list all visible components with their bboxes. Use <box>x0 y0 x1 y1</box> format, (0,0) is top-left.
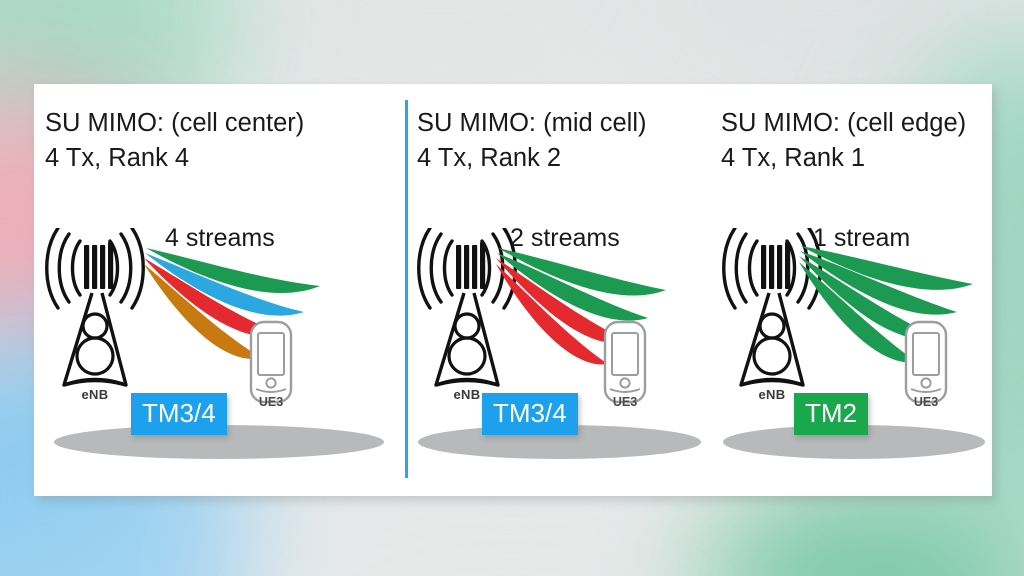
beam-green <box>146 248 320 294</box>
streams-label: 4 streams <box>165 224 275 252</box>
beam-green-1 <box>498 248 666 296</box>
enb-tower-icon <box>412 228 522 403</box>
transmission-mode-badge[interactable]: TM3/4 <box>482 393 578 435</box>
panel-cell-edge: SU MIMO: (cell edge) 4 Tx, Rank 1 <box>711 84 992 496</box>
enb-label: eNB <box>81 387 109 402</box>
panel-title-line2: 4 Tx, Rank 4 <box>45 144 190 172</box>
panel-title-line2: 4 Tx, Rank 1 <box>721 144 866 172</box>
transmission-mode-badge[interactable]: TM2 <box>794 393 868 435</box>
ue-phone-icon <box>248 319 294 410</box>
illustration-cell-center: eNB 4 streams <box>34 224 406 496</box>
enb-tower-icon <box>717 228 827 403</box>
panel-title-cell-center: SU MIMO: (cell center) 4 Tx, Rank 4 <box>45 106 304 176</box>
beam-blue <box>145 253 304 316</box>
panel-title-mid-cell: SU MIMO: (mid cell) 4 Tx, Rank 2 <box>417 106 647 176</box>
panel-title-cell-edge: SU MIMO: (cell edge) 4 Tx, Rank 1 <box>721 106 966 176</box>
beam-green-1 <box>801 246 973 290</box>
illustration-mid-cell: eNB 2 streams <box>406 224 711 496</box>
streams-label: 2 streams <box>510 224 620 252</box>
panel-title-line2: 4 Tx, Rank 2 <box>417 144 562 172</box>
panel-title-line1: SU MIMO: (mid cell) <box>417 109 647 137</box>
streams-label: 1 stream <box>813 224 911 252</box>
beam-group-1-stream <box>799 242 979 372</box>
ue-phone-icon <box>903 319 949 410</box>
beam-green-2 <box>497 253 648 321</box>
panel-row: SU MIMO: (cell center) 4 Tx, Rank 4 <box>34 84 992 496</box>
panel-title-line1: SU MIMO: (cell center) <box>45 109 305 137</box>
enb-label: eNB <box>758 387 786 402</box>
beam-group-4-streams <box>144 242 334 372</box>
panel-title-line1: SU MIMO: (cell edge) <box>721 109 967 137</box>
transmission-mode-badge[interactable]: TM3/4 <box>131 393 227 435</box>
panel-mid-cell: SU MIMO: (mid cell) 4 Tx, Rank 2 <box>406 84 711 496</box>
beam-group-2-streams <box>496 242 676 372</box>
ue-label: UE3 <box>258 395 284 409</box>
ue-phone-icon <box>602 319 648 410</box>
panel-divider-1 <box>405 100 408 478</box>
illustration-cell-edge: eNB 1 stream <box>711 224 992 496</box>
enb-label: eNB <box>453 387 481 402</box>
ue-label: UE3 <box>612 395 638 409</box>
background-blob-grey-bottom <box>250 490 770 576</box>
beam-green-2 <box>800 251 957 315</box>
enb-tower-icon <box>40 228 150 403</box>
ue-label: UE3 <box>913 395 939 409</box>
panel-cell-center: SU MIMO: (cell center) 4 Tx, Rank 4 <box>34 84 408 496</box>
slide-card: SU MIMO: (cell center) 4 Tx, Rank 4 <box>34 84 992 496</box>
